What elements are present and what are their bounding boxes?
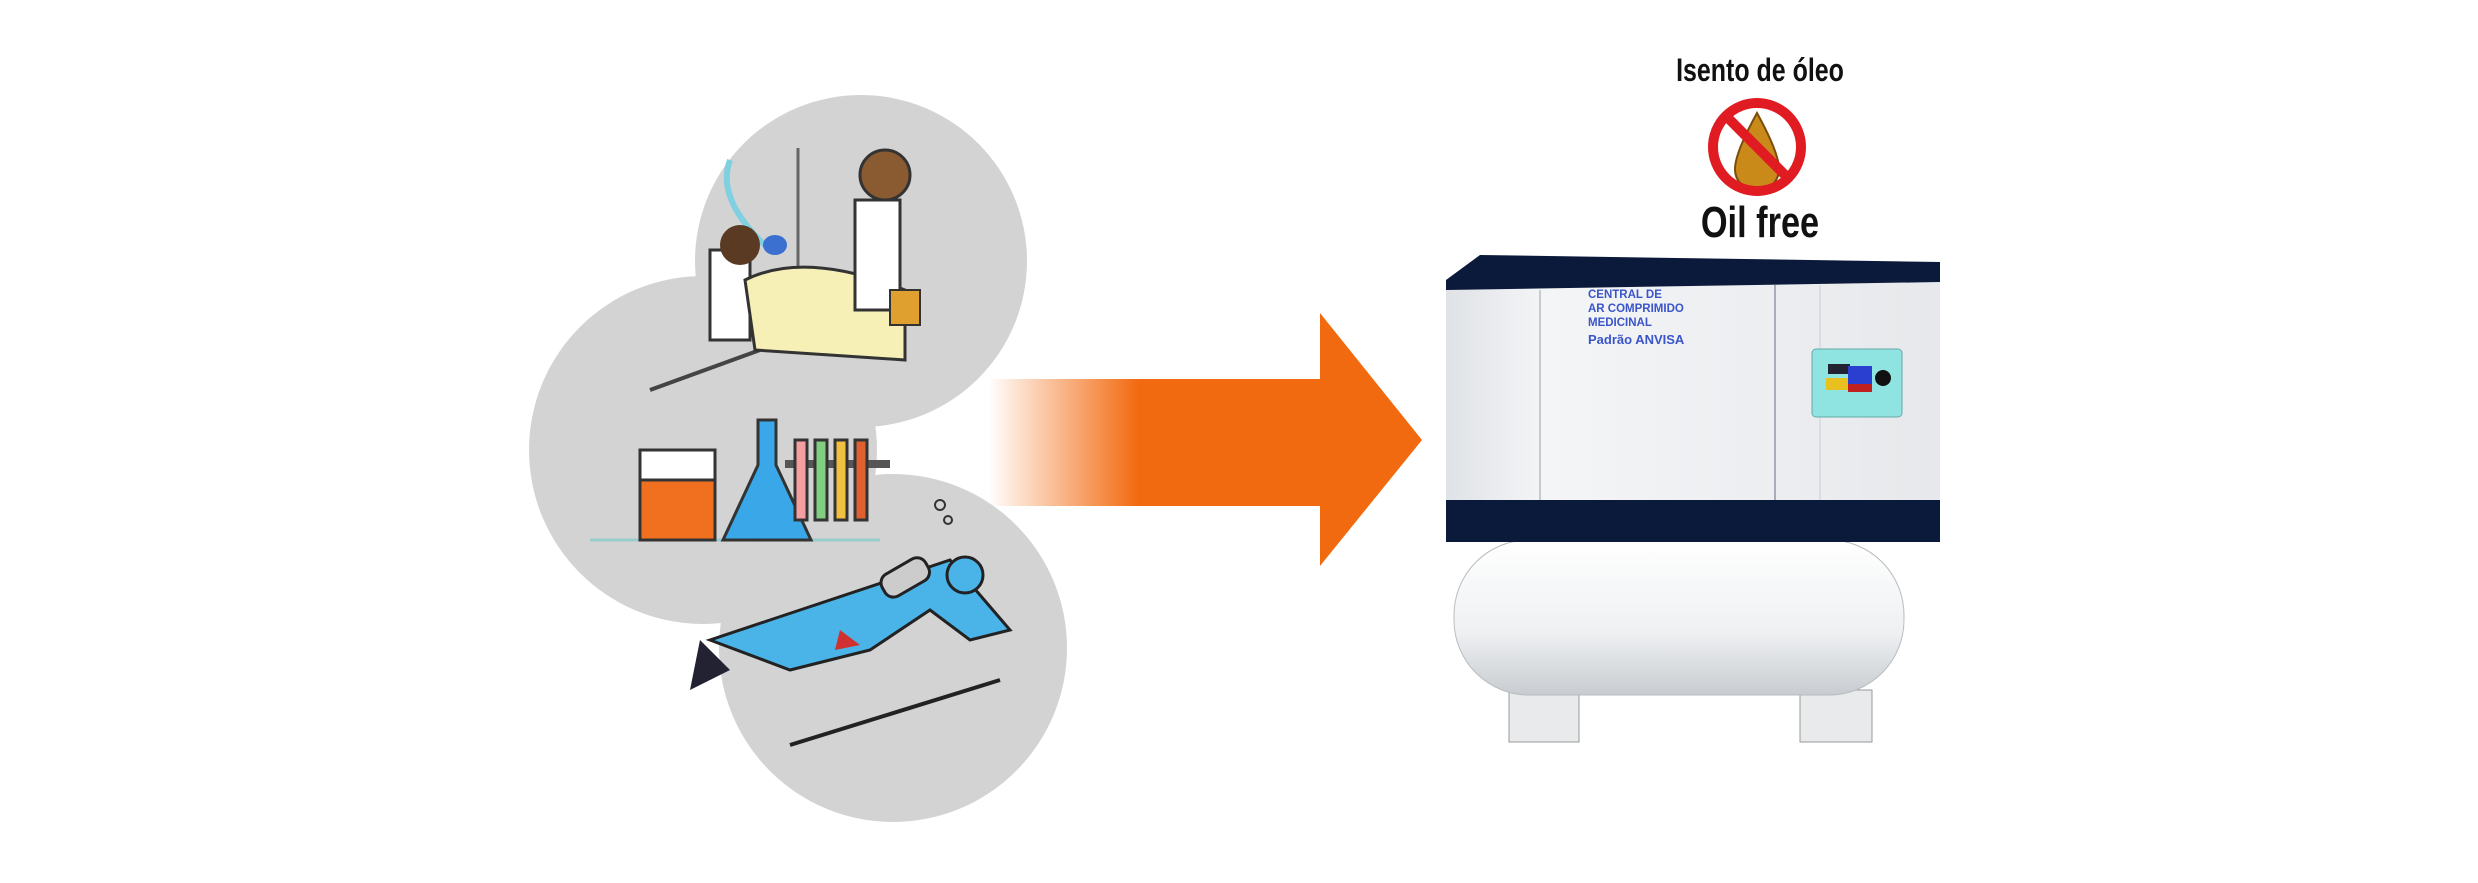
label-line-2: AR COMPRIMIDO <box>1588 303 1684 315</box>
label-line-1: CENTRAL DE <box>1588 289 1662 301</box>
hospital-patient-illustration <box>649 148 921 392</box>
label-standard: Padrão ANVISA <box>1588 332 1685 347</box>
compressor-unit: CENTRAL DE AR COMPRIMIDO MEDICINAL Padrã… <box>1440 250 1950 750</box>
oil-free-title-en: Oil free <box>1700 198 1820 247</box>
no-oil-icon <box>1708 98 1806 196</box>
arrow-right-icon <box>988 313 1422 566</box>
oil-free-title-pt: Isento de óleo <box>1676 52 1844 88</box>
label-line-3: MEDICINAL <box>1588 317 1652 329</box>
compressor-illustration <box>1446 255 1940 743</box>
compressor-label: CENTRAL DE AR COMPRIMIDO MEDICINAL Padrã… <box>1588 288 1684 347</box>
applications-illustration <box>529 95 1067 822</box>
laboratory-glassware-illustration <box>590 418 890 542</box>
scuba-diver-illustration <box>690 499 1013 747</box>
